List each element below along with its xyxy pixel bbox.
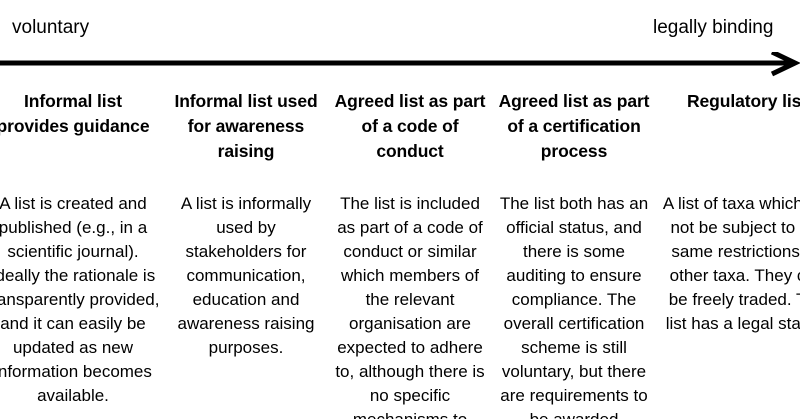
axis-label-legally-binding: legally binding xyxy=(653,17,774,38)
column-body-text: The list both has an official status, an… xyxy=(499,194,649,419)
column-header: Agreed list as part of a code of conduct xyxy=(334,91,486,161)
column-header: Regulatory list xyxy=(686,91,800,111)
column-body-text: A list is created and published (e.g., i… xyxy=(0,194,160,405)
column-header: Informal list provides guidance xyxy=(0,91,150,136)
column-regulatory-list: Regulatory list A list of taxa which wil… xyxy=(656,80,800,419)
column-certification-process: Agreed list as part of a certification p… xyxy=(492,80,656,419)
column-body-text: A list is informally used by stakeholder… xyxy=(177,194,315,357)
column-body-text: The list is included as part of a code o… xyxy=(335,194,485,419)
column-header: Informal list used for awareness raising xyxy=(174,91,318,161)
column-body-text: A list of taxa which will not be subject… xyxy=(662,194,800,333)
column-code-of-conduct: Agreed list as part of a code of conduct… xyxy=(328,80,492,419)
column-informal-list-awareness: Informal list used for awareness raising… xyxy=(164,80,328,419)
axis-label-voluntary: voluntary xyxy=(12,17,90,38)
column-container: Informal list provides guidance A list i… xyxy=(0,80,800,419)
column-header: Agreed list as part of a certification p… xyxy=(498,91,650,161)
right-arrow-icon xyxy=(0,52,800,77)
axis-band: voluntary legally binding xyxy=(0,0,800,80)
column-informal-list-guidance: Informal list provides guidance A list i… xyxy=(0,80,164,419)
